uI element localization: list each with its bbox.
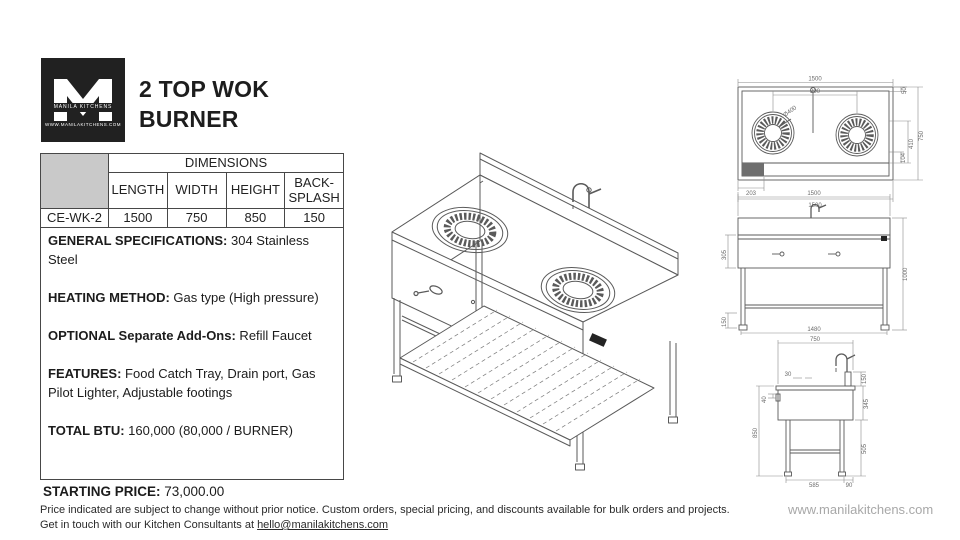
dim-label: 30 xyxy=(785,372,792,378)
spec-addons: OPTIONAL Separate Add-Ons: Refill Faucet xyxy=(48,328,312,343)
dim-label: Ø400 xyxy=(783,105,799,119)
dim-label: 203 xyxy=(746,191,757,197)
spec-heating: HEATING METHOD: Gas type (High pressure) xyxy=(48,290,319,305)
dim-label: 410 xyxy=(909,138,915,149)
table-row: CE-WK-2 1500 750 850 150 xyxy=(40,208,344,228)
dim-label: 1500 xyxy=(808,77,822,83)
footer-disclaimer: Price indicated are subject to change wi… xyxy=(40,504,730,531)
front-view-drawing: 1500 305 150 1000 1480 xyxy=(722,191,909,335)
dimensions-group-header: DIMENSIONS xyxy=(108,153,344,173)
dim-label: 150 xyxy=(722,316,728,327)
col-height: HEIGHT xyxy=(225,172,286,209)
starting-price: STARTING PRICE: 73,000.00 xyxy=(43,484,225,499)
page-title: 2 TOP WOK BURNER xyxy=(139,76,270,132)
dim-label: 104 xyxy=(901,152,907,163)
dim-label: 505 xyxy=(862,443,868,454)
cell-backsplash: 150 xyxy=(284,208,344,228)
dim-label: 750 xyxy=(810,337,821,343)
cell-width: 750 xyxy=(166,208,227,228)
col-backsplash: BACK-SPLASH xyxy=(284,172,344,209)
spec-features: FEATURES: Food Catch Tray, Drain port, G… xyxy=(48,366,316,400)
isometric-drawing xyxy=(391,152,679,471)
logo-m-monogram xyxy=(54,79,112,121)
dim-label: 150 xyxy=(862,373,868,384)
dim-label: 50 xyxy=(902,87,908,94)
side-view-drawing: 750 30 40 850 150 345 505 585 90 xyxy=(753,337,870,489)
dim-label: 1480 xyxy=(807,327,821,333)
dim-label: 800 xyxy=(810,89,821,95)
footer-website: www.manilakitchens.com xyxy=(788,502,934,517)
dim-label: 40 xyxy=(762,396,768,403)
specifications-panel: GENERAL SPECIFICATIONS: 304 Stainless St… xyxy=(40,226,344,480)
dim-label: 1000 xyxy=(903,267,909,281)
dim-label: 90 xyxy=(846,483,853,489)
dim-label: 750 xyxy=(919,130,925,141)
spec-general: GENERAL SPECIFICATIONS: 304 Stainless St… xyxy=(48,233,310,267)
top-view-drawing: 1500 800 Ø400 50 750 104 410 203 1500 xyxy=(737,77,925,209)
dim-label: 585 xyxy=(809,483,820,489)
dim-label: 850 xyxy=(753,427,759,438)
dim-label: 1500 xyxy=(808,203,822,209)
dimensions-table: DIMENSIONS LENGTH WIDTH HEIGHT BACK-SPLA… xyxy=(40,153,344,228)
col-width: WIDTH xyxy=(166,172,227,209)
dim-label: 1500 xyxy=(807,191,821,197)
logo-brand-text: MANILA KITCHENS xyxy=(49,103,117,112)
model-header-cell xyxy=(40,153,109,209)
dim-label: 345 xyxy=(864,398,870,409)
col-length: LENGTH xyxy=(108,172,168,209)
cell-height: 850 xyxy=(225,208,286,228)
logo-website-text: WWW.MANILAKITCHENS.COM xyxy=(45,122,121,127)
contact-email-link[interactable]: hello@manilakitchens.com xyxy=(257,519,389,531)
cell-model: CE-WK-2 xyxy=(40,208,109,228)
spec-btu: TOTAL BTU: 160,000 (80,000 / BURNER) xyxy=(48,423,293,438)
cell-length: 1500 xyxy=(108,208,168,228)
brand-logo: MANILA KITCHENS WWW.MANILAKITCHENS.COM xyxy=(41,58,125,142)
dim-label: 305 xyxy=(722,249,728,260)
